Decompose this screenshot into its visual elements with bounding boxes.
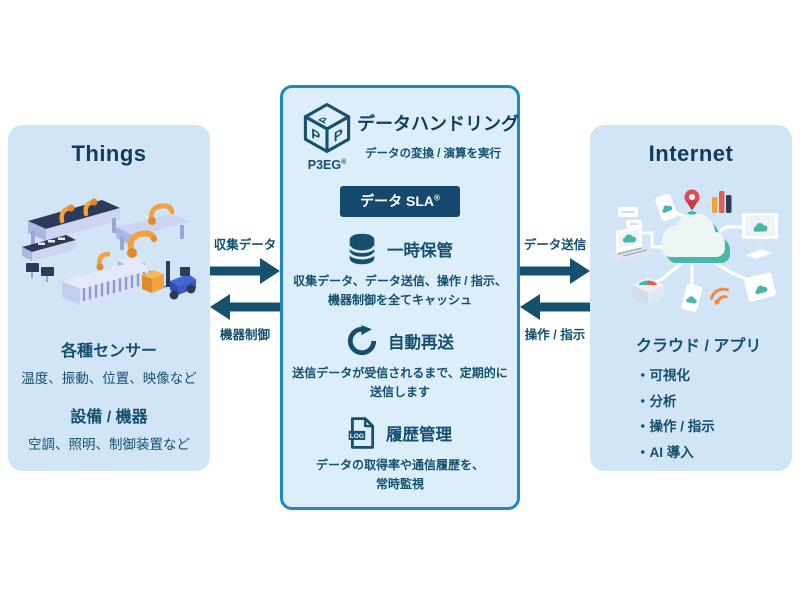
logo-letter-left: P: [311, 126, 320, 146]
feature-head: 一時保管: [283, 231, 517, 267]
feature-desc-line: 収集データ、データ送信、操作 / 指示、: [293, 274, 507, 288]
bullet: ・: [636, 368, 650, 383]
feature-desc-line: 機器制御を全てキャッシュ: [327, 292, 472, 307]
flow-center-internet: データ送信 操作 / 指示: [520, 234, 590, 344]
feature-desc-line: データの取得率や通信履歴を、: [315, 458, 484, 473]
p3eg-logo-block: P P P P3EG®: [297, 100, 357, 172]
data-sla-label: データ SLA: [360, 193, 434, 209]
equipment-heading: 設備 / 機器: [70, 409, 148, 426]
feature-description: データの取得率や通信履歴を、 常時監視: [283, 456, 517, 493]
arrow-left-icon: [210, 294, 280, 320]
flow-label-data-send: データ送信: [523, 238, 587, 252]
factory-illustration: [22, 198, 196, 305]
things-title: Things: [71, 141, 147, 166]
center-title-block: データハンドリング データの変換 / 演算を実行: [357, 100, 519, 161]
feature-head: LOG 履歴管理: [283, 415, 517, 451]
center-header: P P P P3EG® データハンドリング データの変換 / 演算を実行: [283, 88, 519, 172]
feature-description: 収集データ、データ送信、操作 / 指示、 機器制御を全てキャッシュ: [283, 272, 517, 309]
logo-letter-top: P: [316, 116, 333, 125]
feature-temporary-storage: 一時保管 収集データ、データ送信、操作 / 指示、 機器制御を全てキャッシュ: [283, 231, 517, 309]
feature-title: 自動再送: [388, 334, 454, 353]
p3eg-registered-mark: ®: [341, 158, 347, 166]
p3eg-wordmark: P3EG®: [308, 158, 347, 172]
list-item-ai: ・AI 導入: [636, 440, 792, 466]
p3eg-cube-logo-icon: P P P: [303, 103, 351, 153]
list-item-visualization: ・可視化: [636, 363, 792, 389]
log-file-icon: LOG: [348, 417, 375, 450]
sensor-section: 各種センサー 温度、振動、位置、映像など: [8, 337, 210, 387]
list-item-operation: ・操作 / 指示: [636, 414, 792, 440]
database-icon: [348, 233, 376, 265]
center-subtitle: データの変換 / 演算を実行: [364, 148, 502, 160]
cloud-app-heading: クラウド / アプリ: [636, 338, 762, 355]
flow-label-device-control: 機器制御: [219, 328, 271, 342]
feature-desc-line: 送信します: [369, 384, 430, 399]
feature-history-management: LOG 履歴管理 データの取得率や通信履歴を、 常時監視: [283, 415, 517, 493]
p3eg-wordmark-text: P3EG: [307, 158, 342, 172]
list-item-label: 操作 / 指示: [649, 419, 715, 435]
internet-title: Internet: [648, 141, 734, 166]
flow-label-operate-instruct: 操作 / 指示: [524, 328, 586, 342]
sensor-detail: 温度、振動、位置、映像など: [21, 371, 197, 386]
list-item-label: 可視化: [649, 368, 691, 383]
feature-head: 自動再送: [283, 323, 517, 359]
arrow-left-icon: [520, 294, 590, 320]
feature-title: 履歴管理: [386, 426, 452, 445]
sensor-heading: 各種センサー: [60, 343, 157, 360]
feature-title: 一時保管: [387, 242, 453, 260]
data-sla-badge: データ SLA®: [340, 186, 460, 217]
list-item-label: 分析: [649, 393, 677, 409]
refresh-icon: [347, 325, 377, 356]
arrow-right-icon: [210, 258, 280, 284]
flow-things-center: 収集データ 機器制御: [210, 234, 280, 344]
cloud-app-list: クラウド / アプリ ・可視化 ・分析 ・操作 / 指示 ・AI 導入: [590, 332, 792, 466]
equipment-section: 設備 / 機器 空調、照明、制御装置など: [8, 403, 210, 453]
data-sla-registered-mark: ®: [433, 193, 440, 203]
feature-desc-line: 常時監視: [375, 476, 424, 491]
bullet: ・: [636, 393, 650, 409]
feature-auto-resend: 自動再送 送信データが受信されるまで、定期的に 送信します: [283, 323, 517, 401]
cloud-devices-illustration: [608, 189, 778, 312]
feature-description: 送信データが受信されるまで、定期的に 送信します: [283, 364, 517, 401]
bullet: ・: [636, 419, 650, 435]
arrow-right-icon: [520, 258, 590, 284]
list-item-analysis: ・分析: [636, 389, 792, 415]
bullet: ・: [636, 444, 650, 460]
log-icon-label: LOG: [350, 433, 364, 440]
center-title: データハンドリング: [357, 114, 519, 134]
flow-label-collected-data: 収集データ: [213, 238, 277, 252]
data-handling-panel: P P P P3EG® データハンドリング データの変換 / 演算を実行 データ…: [280, 85, 520, 510]
things-panel: Things: [8, 125, 210, 471]
internet-panel: Internet: [590, 125, 792, 471]
feature-desc-line: 送信データが受信されるまで、定期的に: [292, 366, 508, 381]
equipment-detail: 空調、照明、制御装置など: [28, 437, 190, 452]
list-item-label: AI 導入: [649, 444, 694, 460]
logo-letter-right: P: [334, 126, 343, 146]
